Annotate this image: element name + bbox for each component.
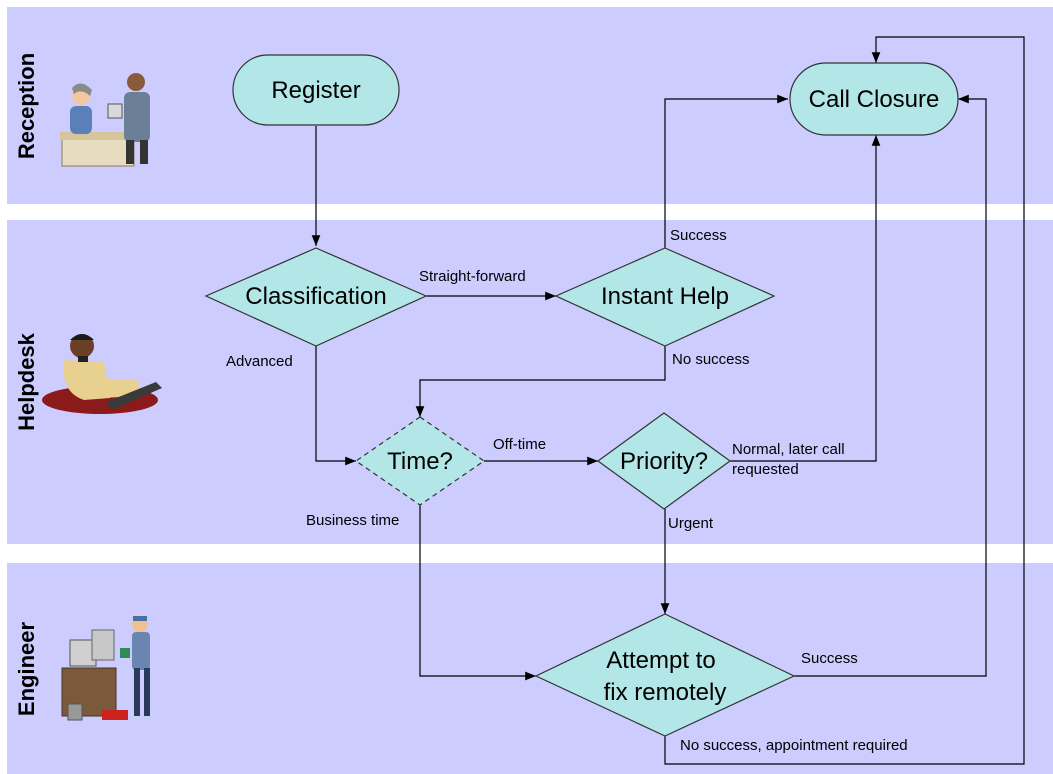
node-label-register: Register: [271, 77, 360, 104]
node-label-attempt-line2: fix remotely: [604, 679, 727, 706]
node-register: Register: [232, 54, 400, 126]
edge-label-no-success-appointment: No success, appointment required: [680, 737, 908, 754]
node-label-priority: Priority?: [620, 448, 708, 475]
edge-label-off-time: Off-time: [493, 436, 546, 453]
edge-label-straight-forward: Straight-forward: [419, 268, 526, 285]
node-time: Time?: [354, 416, 486, 506]
node-label-instant-help: Instant Help: [601, 283, 729, 310]
node-label-classification: Classification: [245, 283, 386, 310]
edge-attempt-call-closure: [794, 94, 987, 677]
edge-label-normal-line2: requested: [732, 461, 799, 478]
node-label-call-closure: Call Closure: [809, 86, 940, 113]
edge-instant-help-call-closure: [664, 94, 788, 248]
helpdesk-operator-clipart-icon: [42, 334, 162, 414]
node-instant-help: Instant Help: [554, 247, 776, 347]
node-label-time: Time?: [387, 448, 453, 475]
engineer-clipart-icon: [61, 616, 150, 721]
edge-instant-help-time: [415, 346, 666, 417]
edge-labels: Straight-forward Success Advanced No suc…: [226, 227, 908, 754]
edge-label-urgent: Urgent: [668, 515, 714, 532]
receptionist-clipart-icon: [60, 73, 150, 167]
edge-label-no-success-instant: No success: [672, 351, 750, 368]
edge-label-success-attempt: Success: [801, 650, 858, 667]
edge-attempt-call-closure-appointment: [664, 36, 1025, 765]
edge-label-business-time: Business time: [306, 512, 399, 529]
node-label-attempt-line1: Attempt to: [606, 647, 715, 674]
lane-engineer: Engineer: [7, 563, 1053, 774]
edge-label-advanced: Advanced: [226, 353, 293, 370]
lane-helpdesk: Helpdesk: [7, 220, 1053, 544]
node-priority: Priority?: [596, 412, 732, 510]
edge-time-attempt: [419, 505, 536, 681]
edge-label-normal-line1: Normal, later call: [732, 441, 845, 458]
node-attempt-fix-remotely: Attempt to fix remotely: [534, 613, 796, 737]
edge-priority-call-closure: [730, 135, 881, 462]
node-classification: Classification: [204, 247, 428, 347]
edge-classification-time: [315, 346, 356, 466]
edges: [311, 36, 1025, 765]
edge-label-success-instant: Success: [670, 227, 727, 244]
node-call-closure: Call Closure: [789, 62, 959, 136]
